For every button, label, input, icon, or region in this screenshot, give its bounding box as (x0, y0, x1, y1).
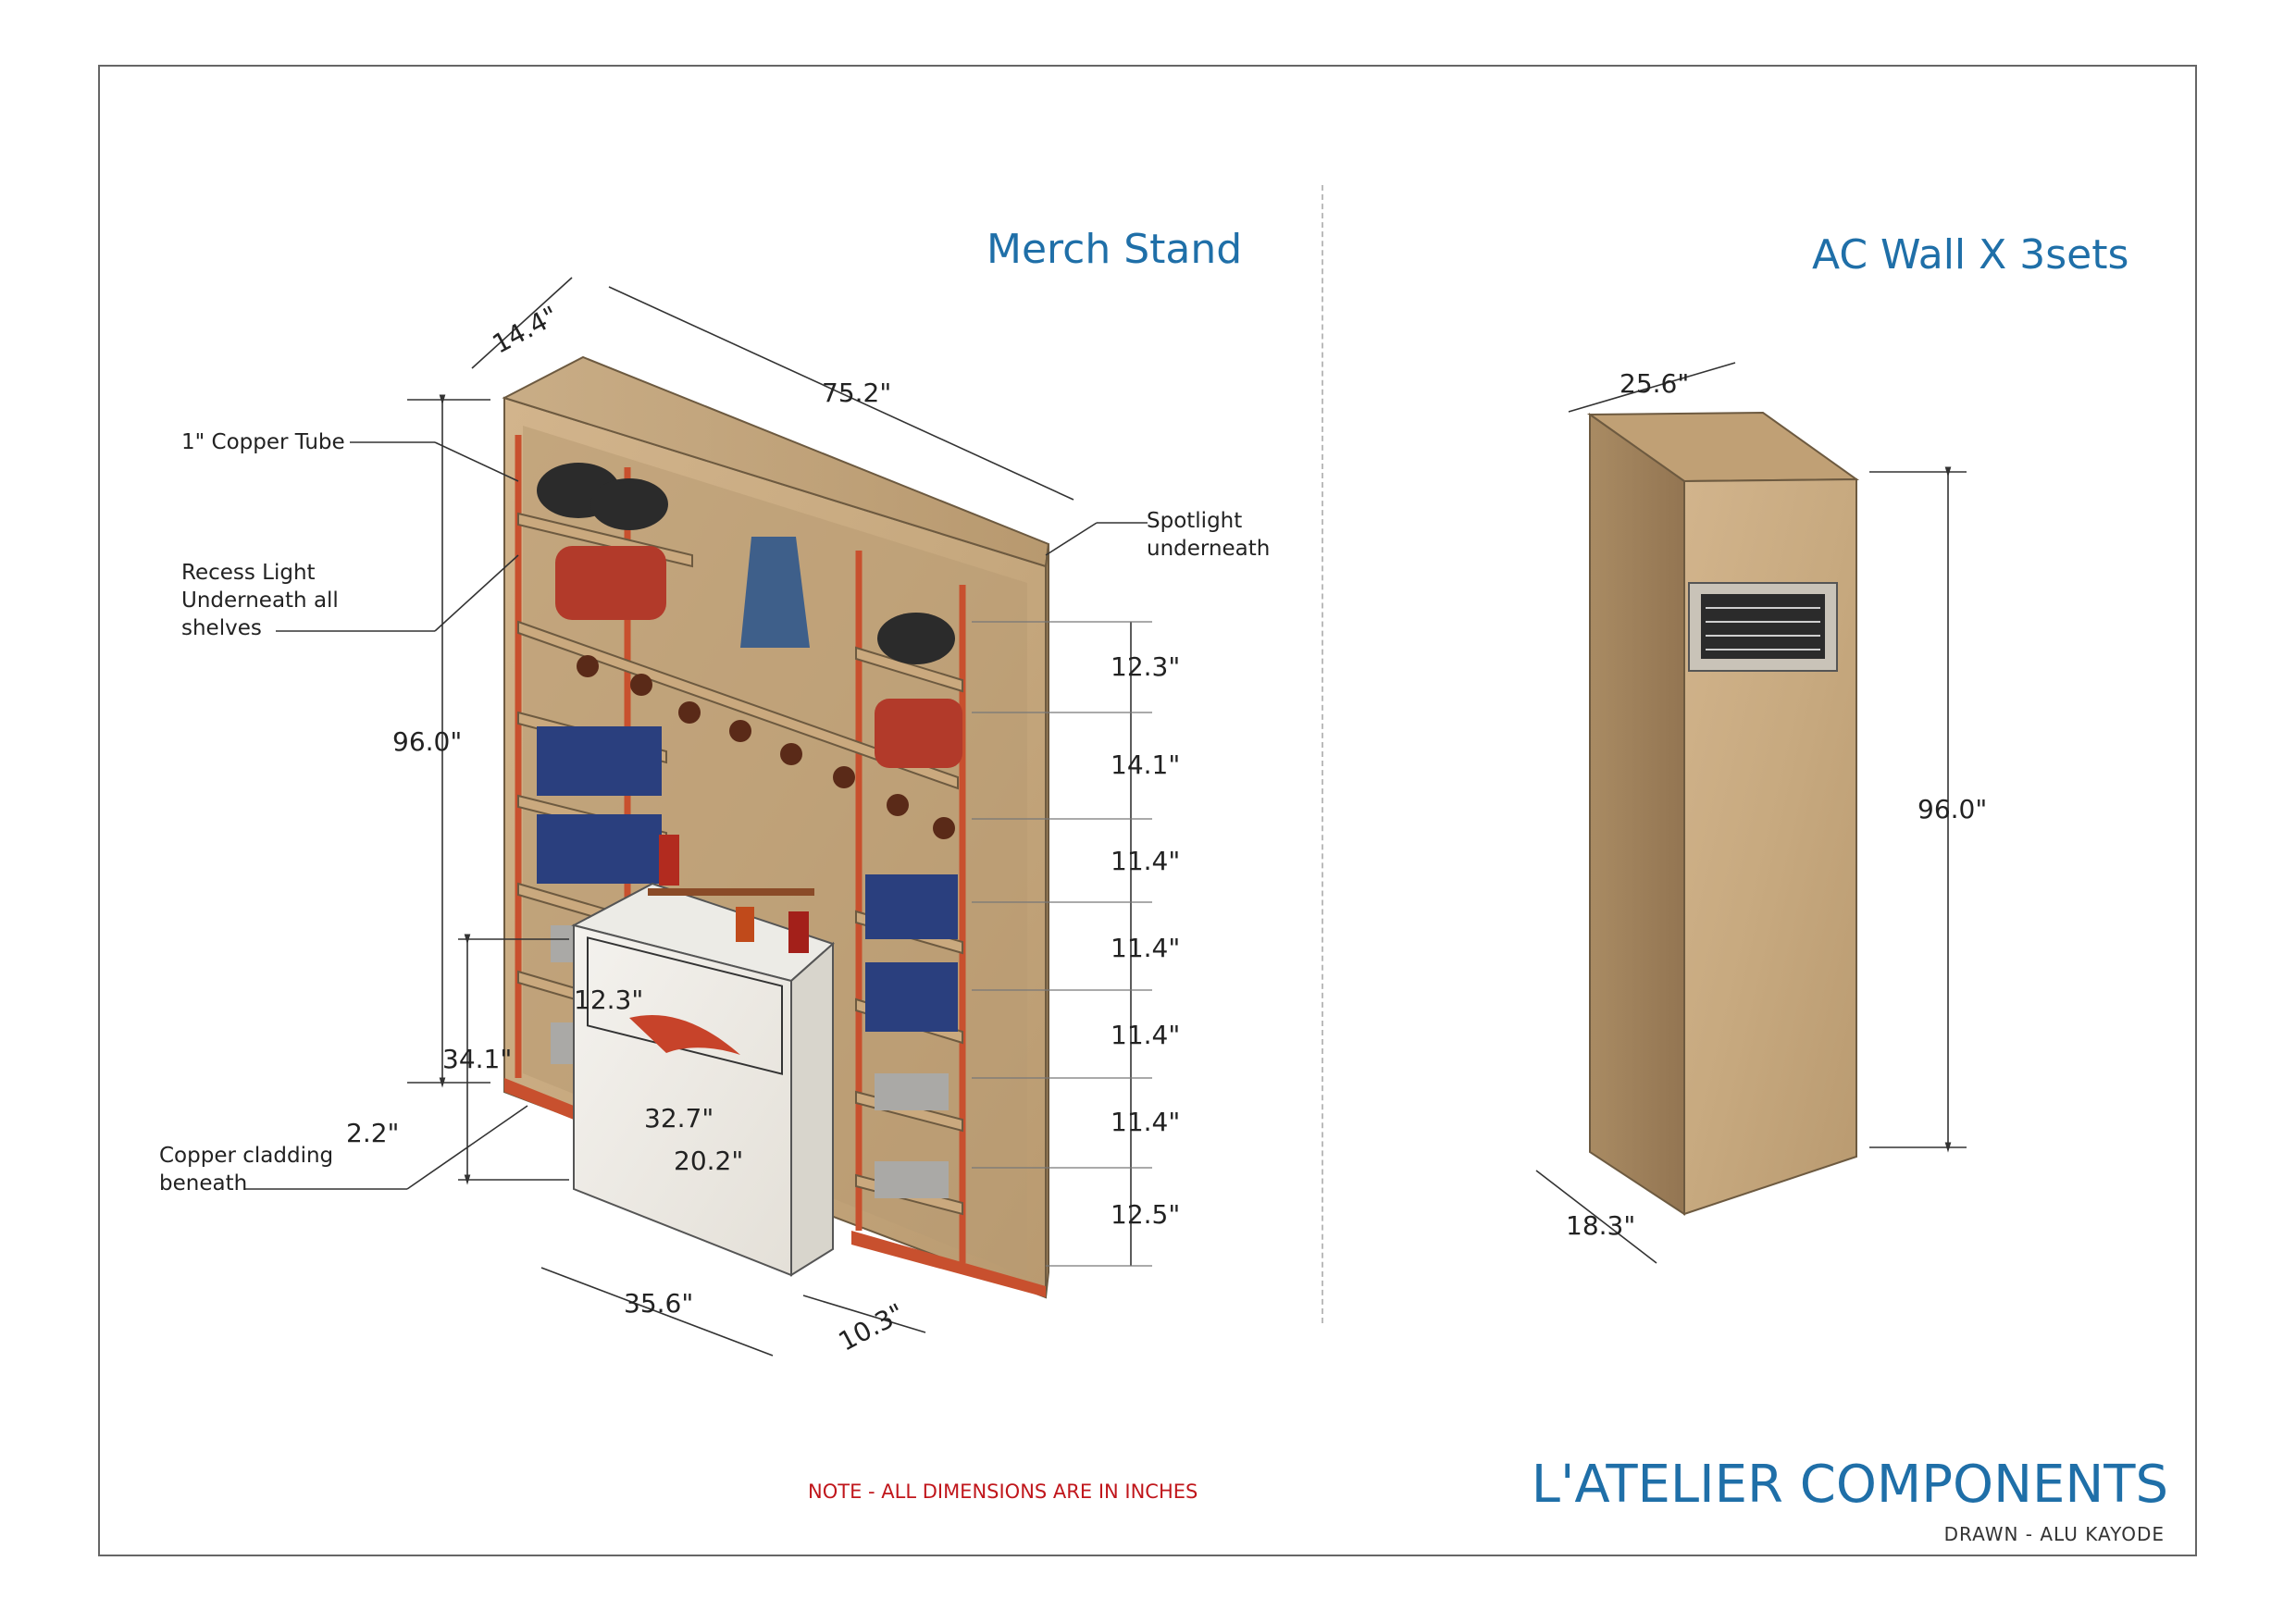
dim-counter-width: 35.6" (624, 1288, 694, 1319)
dim-shelf-7: 12.5" (1111, 1199, 1181, 1230)
callout-recess-light: Recess Light Underneath all shelves (181, 561, 339, 640)
dim-counter-panel: 12.3" (574, 985, 644, 1015)
section-divider (1322, 185, 1323, 1323)
company-title: L'ATELIER COMPONENTS (1531, 1455, 2168, 1515)
dimension-note: NOTE - ALL DIMENSIONS ARE IN INCHES (808, 1481, 1198, 1503)
dim-shelf-6: 11.4" (1111, 1107, 1181, 1137)
dim-shelf-5: 11.4" (1111, 1020, 1181, 1050)
ac-dim-depth: 18.3" (1566, 1210, 1636, 1241)
dim-counter-drop: 20.2" (674, 1146, 744, 1176)
dim-counter-logo-width: 32.7" (644, 1103, 714, 1134)
ac-dim-width: 25.6" (1620, 368, 1690, 399)
dim-height: 96.0" (392, 726, 463, 757)
ac-wall-drawing (1535, 362, 1967, 1264)
dim-width: 75.2" (822, 378, 892, 408)
dim-shelf-1: 12.3" (1111, 651, 1181, 682)
dim-plinth: 2.2" (346, 1118, 400, 1148)
dim-shelf-3: 11.4" (1111, 846, 1181, 876)
merch-stand-title: Merch Stand (987, 226, 1243, 273)
drawn-by: DRAWN - ALU KAYODE (1943, 1523, 2165, 1545)
dim-shelf-4: 11.4" (1111, 933, 1181, 963)
ac-wall-title: AC Wall X 3sets (1812, 231, 2129, 279)
callout-copper-tube: 1" Copper Tube (181, 430, 345, 454)
dim-counter-height: 34.1" (442, 1044, 513, 1074)
merch-stand-drawing (245, 277, 1152, 1357)
callout-copper-cladding: Copper cladding beneath (159, 1144, 334, 1196)
ac-dim-height: 96.0" (1917, 794, 1988, 824)
dim-shelf-2: 14.1" (1111, 750, 1181, 780)
callout-spotlight: Spotlight underneath (1147, 509, 1271, 561)
sheet-border (98, 65, 2197, 1556)
